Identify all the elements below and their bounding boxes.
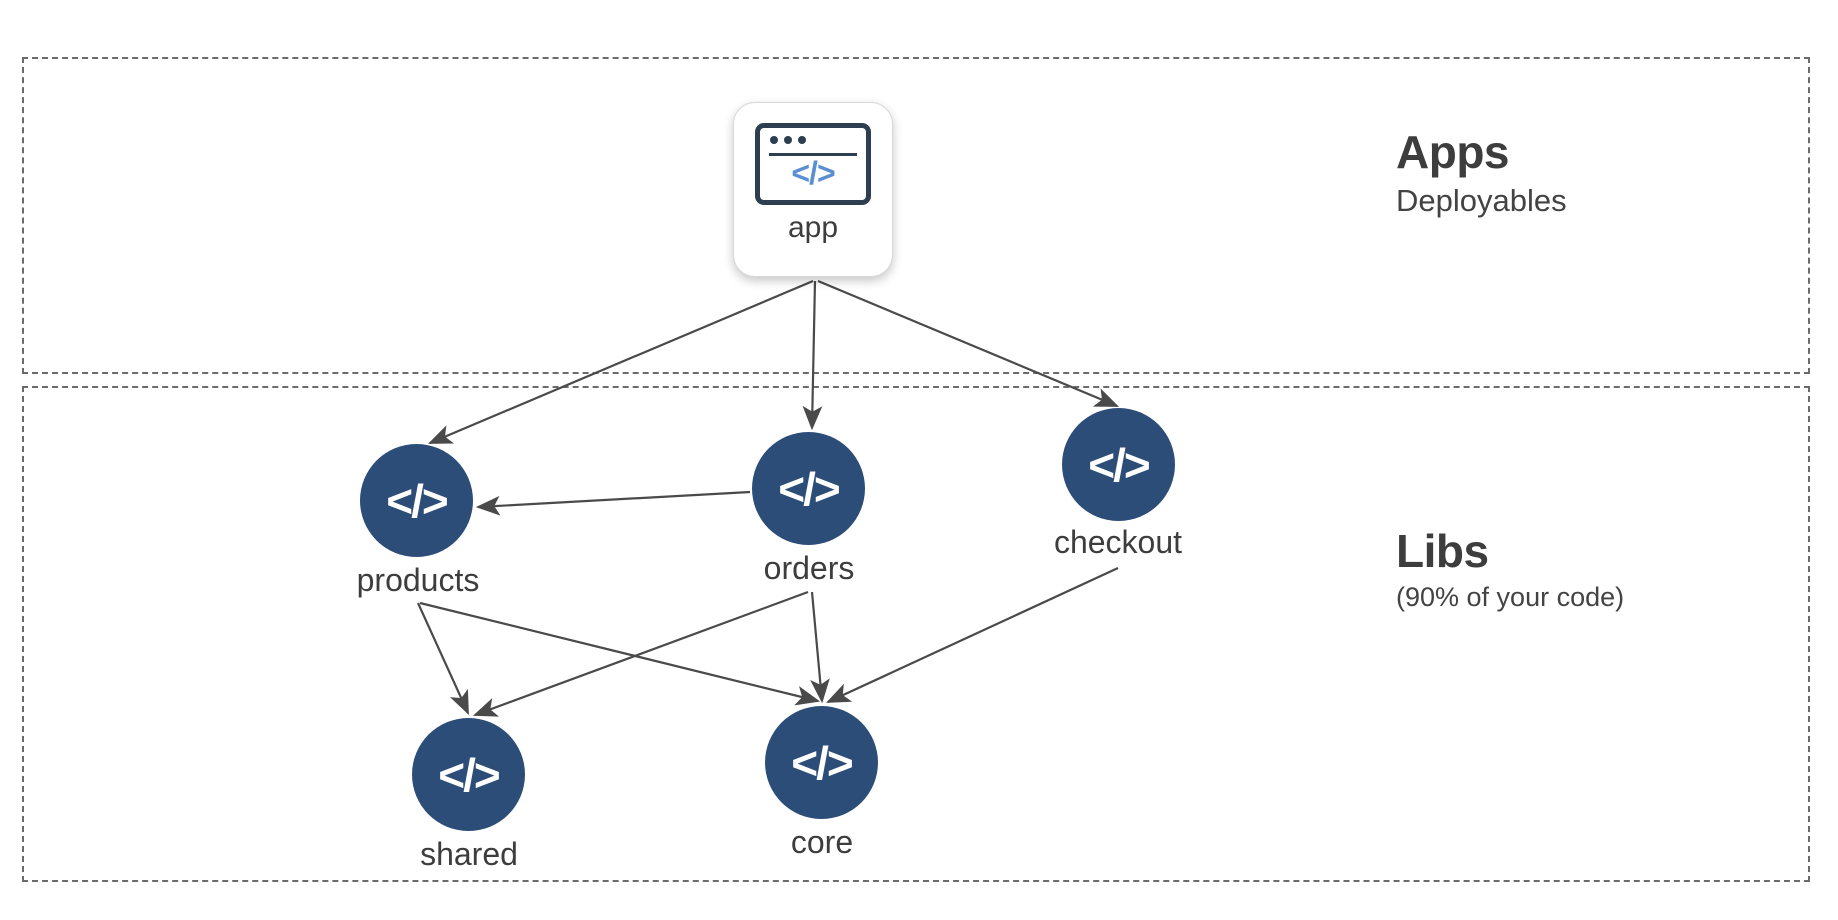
code-glyph: </> [791,154,835,191]
zone-apps-title: Apps [1396,126,1509,178]
zone-apps-subtitle: Deployables [1396,182,1567,218]
node-orders-label: orders [763,550,855,586]
code-icon: </> [778,462,840,515]
browser-dots-icon [770,136,806,144]
node-core[interactable]: </> [765,706,878,819]
zone-libs-title: Libs [1396,525,1489,577]
node-core-label: core [790,824,854,860]
browser-divider [769,153,857,156]
browser-code-icon: </> [755,123,871,205]
code-icon: </> [438,748,500,801]
node-checkout-label: checkout [1053,524,1183,560]
node-shared[interactable]: </> [412,718,525,831]
zone-libs [22,386,1810,882]
node-shared-label: shared [420,836,518,872]
code-icon: </> [1088,438,1150,491]
zone-libs-subtitle: (90% of your code) [1396,581,1625,612]
code-icon: </> [386,474,448,527]
zone-libs-caption: Libs (90% of your code) [1396,525,1624,613]
node-orders[interactable]: </> [752,432,865,545]
node-products[interactable]: </> [360,444,473,557]
node-app[interactable]: </> app [733,102,893,277]
node-checkout[interactable]: </> [1062,408,1175,521]
code-icon: </> [791,736,853,789]
node-app-label: app [787,211,839,244]
zone-apps-caption: Apps Deployables [1396,126,1567,219]
node-products-label: products [356,562,480,598]
